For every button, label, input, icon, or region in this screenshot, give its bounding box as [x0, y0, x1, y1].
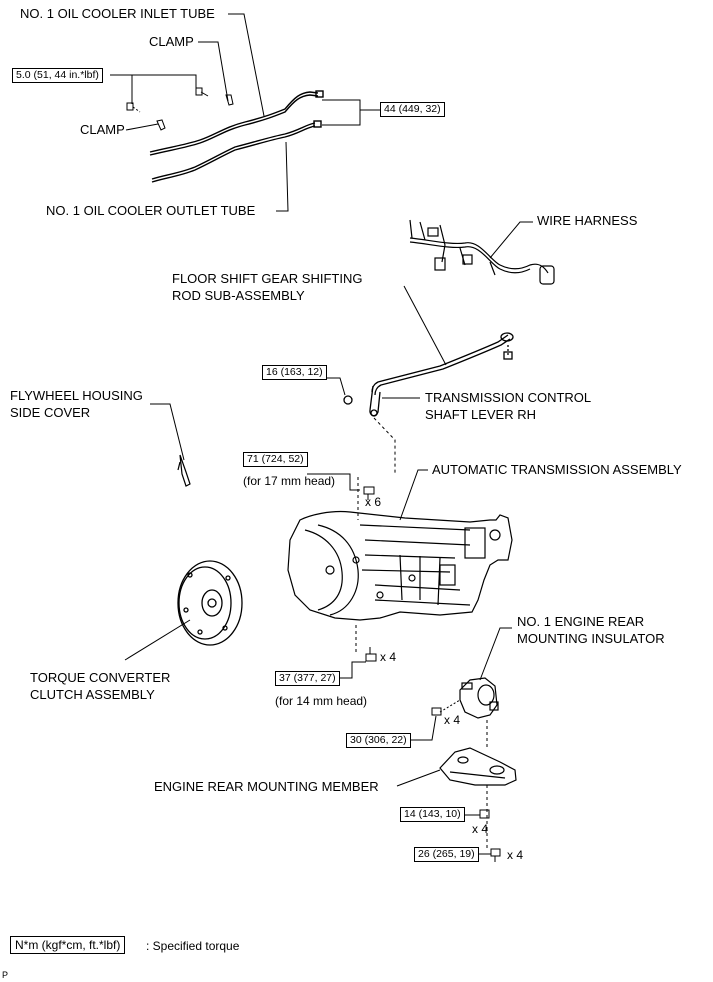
label-engine-rear-mounting-insulator: NO. 1 ENGINE REAR MOUNTING INSULATOR	[517, 614, 665, 646]
torque-lower-bolt: 37 (377, 27)	[275, 671, 340, 686]
torque-upper-bolt: 71 (724, 52)	[243, 452, 308, 467]
torque-member-bolt: 26 (265, 19)	[414, 847, 479, 862]
label-torque-converter: TORQUE CONVERTER CLUTCH ASSEMBLY	[30, 670, 171, 702]
torque-tube-union: 44 (449, 32)	[380, 102, 445, 117]
label-floor-shift-rod: FLOOR SHIFT GEAR SHIFTING ROD SUB-ASSEMB…	[172, 271, 363, 303]
mounting-insulator-drawing	[459, 677, 499, 719]
clamp-lower-part	[126, 102, 166, 131]
label-transmission-control-lever: TRANSMISSION CONTROL SHAFT LEVER RH	[425, 390, 592, 422]
qty-insulator-bolt: x 4	[444, 713, 461, 727]
legend-description: : Specified torque	[146, 939, 240, 953]
legend-unit-box: N*m (kgf*cm, ft.*lbf)	[10, 936, 126, 954]
qty-lower-bolt: x 4	[380, 650, 397, 664]
label-oil-cooler-outlet-tube: NO. 1 OIL COOLER OUTLET TUBE	[46, 203, 256, 218]
label-automatic-transmission: AUTOMATIC TRANSMISSION ASSEMBLY	[432, 462, 682, 477]
label-clamp-upper: CLAMP	[149, 34, 194, 49]
qty-member-bolt: x 4	[507, 848, 524, 862]
oil-cooler-inlet-tube	[149, 90, 324, 156]
transmission-drawing	[287, 510, 513, 621]
corner-mark: P	[2, 970, 9, 980]
torque-lever-nut: 16 (163, 12)	[262, 365, 327, 380]
label-engine-rear-mounting-member: ENGINE REAR MOUNTING MEMBER	[154, 779, 379, 794]
note-17mm-head: (for 17 mm head)	[243, 474, 336, 488]
flywheel-side-cover-drawing	[177, 454, 191, 487]
oil-cooler-outlet-tube	[151, 120, 322, 183]
label-wire-harness: WIRE HARNESS	[537, 213, 638, 228]
shift-rod-drawing	[371, 332, 514, 396]
label-clamp-lower: CLAMP	[80, 122, 125, 137]
qty-upper-bolt: x 6	[365, 495, 382, 509]
qty-member-nut: x 4	[472, 822, 489, 836]
note-14mm-head: (for 14 mm head)	[275, 694, 368, 708]
control-shaft-lever-drawing	[343, 385, 381, 417]
torque-converter-drawing	[177, 560, 243, 646]
torque-member-nut: 14 (143, 10)	[400, 807, 465, 822]
torque-insulator-bolt: 30 (306, 22)	[346, 733, 411, 748]
wire-harness-drawing	[409, 219, 555, 285]
label-flywheel-side-cover: FLYWHEEL HOUSING SIDE COVER	[10, 388, 143, 420]
torque-clamp-bolt: 5.0 (51, 44 in.*lbf)	[12, 68, 103, 83]
clamp-upper-part	[195, 87, 234, 106]
mounting-member-drawing	[439, 747, 517, 786]
label-oil-cooler-inlet-tube: NO. 1 OIL COOLER INLET TUBE	[20, 6, 215, 21]
member-bolt-drawing	[490, 848, 501, 862]
